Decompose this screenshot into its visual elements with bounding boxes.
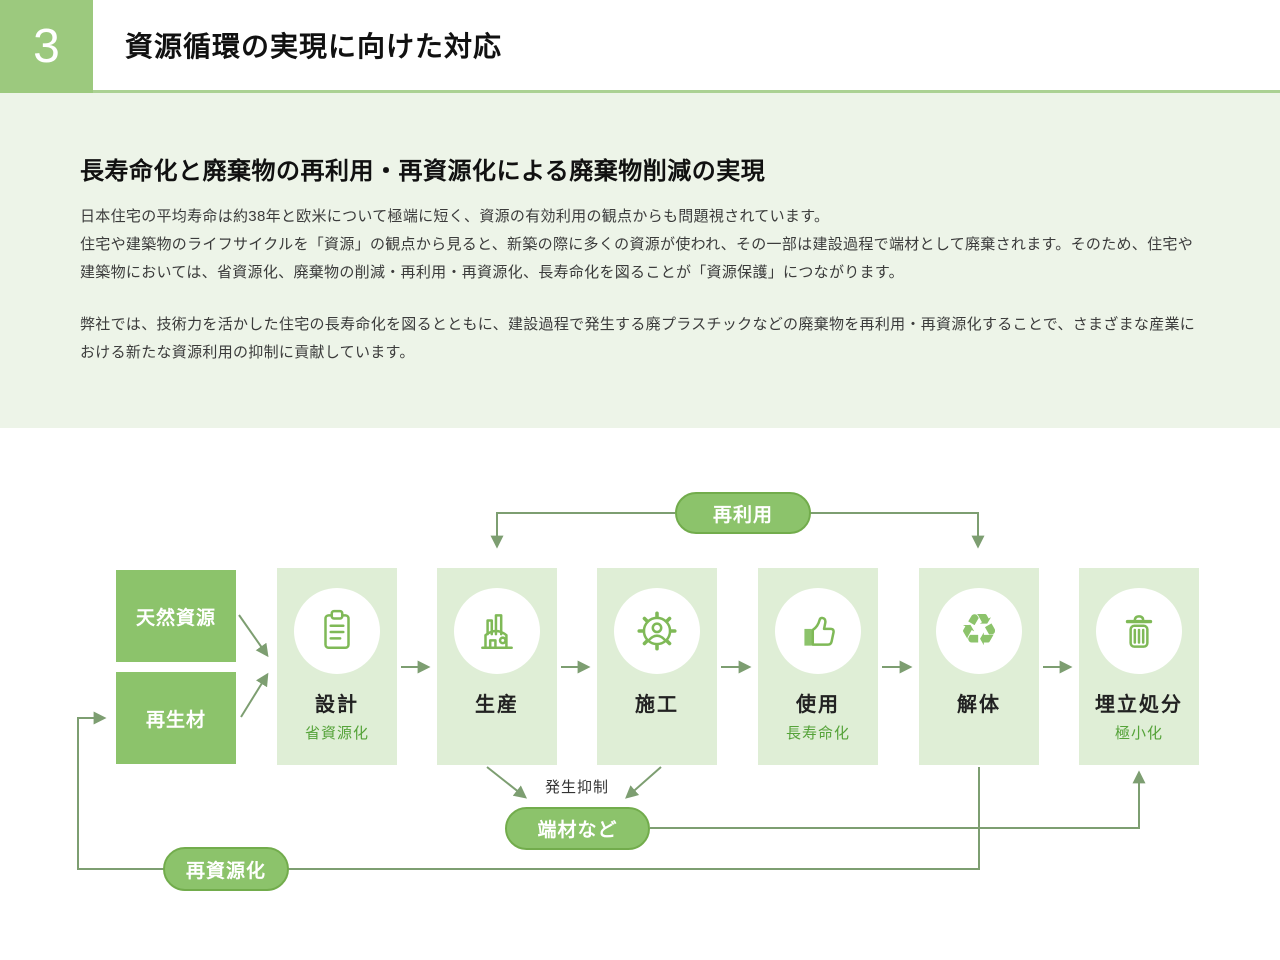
section-number: 3 xyxy=(33,20,60,73)
recycle-pill: 再資源化 xyxy=(163,847,289,891)
stage-construction: 施工 xyxy=(597,568,717,765)
stage-title: 生産 xyxy=(475,694,519,716)
flow-connectors xyxy=(77,512,1146,870)
stage-icon-circle xyxy=(775,588,861,674)
source-label: 天然資源 xyxy=(135,607,216,629)
intro-heading: 長寿命化と廃棄物の再利用・再資源化による廃棄物削減の実現 xyxy=(80,158,766,185)
reuse-line-right xyxy=(810,512,985,549)
stage-subtitle: 省資源化 xyxy=(304,725,369,742)
reuse-pill: 再利用 xyxy=(675,492,811,534)
stage-landfill: 埋立処分 極小化 xyxy=(1079,568,1199,765)
offcuts-to-landfill-line xyxy=(650,770,1146,829)
header-band xyxy=(0,0,1280,93)
construction-to-offcuts-arrow xyxy=(625,766,662,799)
recycle-icon: ♻ xyxy=(959,606,999,655)
thumbs-up-icon xyxy=(804,616,835,646)
intro-paragraph-1: 日本住宅の平均寿命は約38年と欧米について極端に短く、資源の有効利用の観点からも… xyxy=(80,208,1194,281)
stage-use: 使用 長寿命化 xyxy=(758,568,878,765)
natural-to-design-arrow xyxy=(238,614,269,658)
stage-design: 設計 省資源化 xyxy=(277,568,397,765)
factory-icon xyxy=(481,614,513,649)
stage-icon-circle xyxy=(454,588,540,674)
stage-production: 生産 xyxy=(437,568,557,765)
stage-title: 使用 xyxy=(796,694,840,716)
stage-subtitle: 長寿命化 xyxy=(785,725,850,742)
trash-icon xyxy=(1125,615,1153,648)
generation-control-label: 発生抑制 xyxy=(544,779,610,796)
gear-worker-icon xyxy=(637,611,677,651)
recycle-loop-line xyxy=(77,711,980,870)
source-box-recycled-materials: 再生材 xyxy=(116,672,236,764)
page-title: 資源循環の実現に向けた対応 xyxy=(125,31,503,62)
intro-section: 長寿命化と廃棄物の再利用・再資源化による廃棄物削減の実現 日本住宅の平均寿命は約… xyxy=(0,93,1280,428)
intro-paragraph-2: 弊社では、技術力を活かした住宅の長寿命化を図るとともに、建設過程で発生する廃プラ… xyxy=(80,316,1196,361)
stage-title: 埋立処分 xyxy=(1095,694,1183,716)
recycled-to-design-arrow xyxy=(240,672,269,718)
stage-title: 施工 xyxy=(635,694,679,716)
section-number-badge: 3 xyxy=(0,0,93,93)
source-label: 再生材 xyxy=(145,709,206,731)
stage-icon-circle xyxy=(614,588,700,674)
offcuts-pill: 端材など xyxy=(505,807,650,850)
source-box-natural-resources: 天然資源 xyxy=(116,570,236,662)
stage-demolition: ♻ 解体 xyxy=(919,568,1039,765)
production-to-offcuts-arrow xyxy=(486,766,528,799)
stage-icon-circle: ♻ xyxy=(936,588,1022,674)
stage-title: 解体 xyxy=(957,694,1001,716)
clipboard-icon xyxy=(324,609,350,649)
reuse-line-left xyxy=(490,512,675,549)
stage-icon-circle xyxy=(1096,588,1182,674)
stage-title: 設計 xyxy=(315,694,359,716)
stage-icon-circle xyxy=(294,588,380,674)
stage-subtitle: 極小化 xyxy=(1114,725,1163,742)
